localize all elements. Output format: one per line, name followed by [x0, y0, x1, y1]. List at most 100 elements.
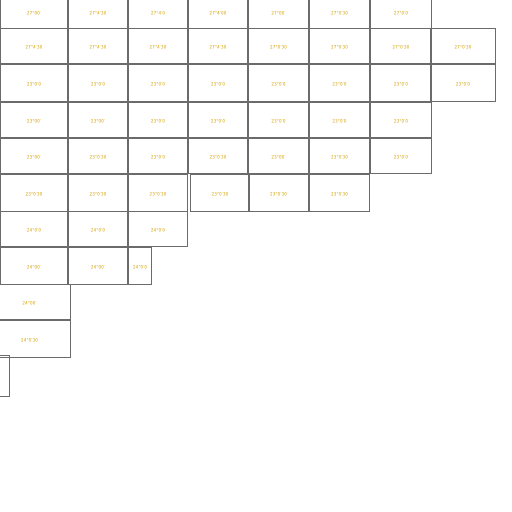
- tile-label: 24°0′0: [150, 227, 166, 233]
- tile-label: 27°0′30: [330, 44, 349, 50]
- tile-label: 23°0′30: [269, 191, 288, 197]
- map-tile[interactable]: 23°0′0: [128, 138, 188, 174]
- map-tile[interactable]: 23°0′0: [0, 64, 68, 102]
- tile-label: 27°4′30: [209, 44, 227, 50]
- map-tile[interactable]: 23°00′: [248, 138, 309, 174]
- tile-label: 27°00′: [26, 10, 42, 16]
- tile-label: 23°0′30: [330, 154, 349, 160]
- map-tile[interactable]: 27°4′30: [68, 0, 128, 29]
- tile-label: 23°0′0: [150, 81, 166, 87]
- tile-label: 23°0′30: [330, 191, 349, 197]
- tile-label: 23°0′0: [271, 118, 286, 124]
- map-tile[interactable]: 27°4′30: [128, 28, 188, 64]
- tile-label: 23°0′0: [150, 154, 166, 160]
- tile-label: 23°0′30: [149, 191, 167, 197]
- tile-label: 24°00′: [26, 264, 42, 270]
- map-tile[interactable]: 27°0′30: [248, 28, 309, 64]
- map-tile[interactable]: 24°0′0: [128, 211, 188, 247]
- map-tile[interactable]: 23°0′30: [68, 138, 128, 174]
- map-tile[interactable]: 23°0′0: [248, 102, 309, 138]
- tile-label: 27°4′0: [150, 10, 166, 16]
- tile-label: 27°4′30: [89, 44, 107, 50]
- map-tile[interactable]: 23°00′: [0, 102, 68, 138]
- map-tile[interactable]: 23°0′0: [128, 102, 188, 138]
- tile-label: 27°0′30: [330, 10, 349, 16]
- map-tile[interactable]: 24°00′: [68, 247, 128, 285]
- tile-label: 23°0′0: [393, 154, 409, 160]
- tile-label: 23°0′0: [271, 81, 286, 87]
- map-tile[interactable]: 27°4′30: [188, 28, 248, 64]
- tile-label: 23°0′30: [25, 191, 43, 197]
- map-tile[interactable]: 23°0′0: [370, 138, 432, 174]
- tile-label: 23°0′0: [210, 118, 226, 124]
- tile-label: 24°0′0: [26, 227, 42, 233]
- map-tile[interactable]: 23°0′0: [309, 64, 370, 102]
- tile-label: 27°0′30: [392, 44, 410, 50]
- map-tile[interactable]: 27°0′30: [309, 0, 370, 29]
- map-tile[interactable]: 23°0′0: [68, 64, 128, 102]
- map-tile[interactable]: 24°00′: [0, 247, 68, 285]
- map-tile[interactable]: 23°0′30: [68, 174, 128, 212]
- map-tile[interactable]: 27°0′30: [430, 28, 496, 64]
- map-tile[interactable]: 23°0′0: [309, 102, 370, 138]
- map-tile[interactable]: 23°0′30: [248, 174, 309, 212]
- tile-label: 27°4′00: [209, 10, 227, 16]
- map-tile[interactable]: 24°0′0: [68, 211, 128, 247]
- map-tile[interactable]: 27°4′30: [0, 28, 68, 64]
- tile-label: 23°0′30: [89, 191, 107, 197]
- tile-label: 23°0′0: [393, 118, 409, 124]
- map-tile[interactable]: 23°0′0: [128, 64, 188, 102]
- tile-label: 24°0′0: [90, 227, 106, 233]
- map-tile[interactable]: 27°0′0: [370, 0, 432, 29]
- tile-label: 24°00′: [22, 300, 37, 306]
- map-tile[interactable]: 24°0′30: [0, 320, 71, 358]
- map-tile[interactable]: 23°0′30: [309, 174, 370, 212]
- map-tile[interactable]: 27°4′00: [188, 0, 248, 29]
- map-tile[interactable]: 24°0′0: [0, 211, 68, 247]
- map-tile[interactable]: 23°0′30: [190, 174, 250, 212]
- tile-label: 23°0′0: [210, 81, 226, 87]
- tile-label: 27°4′30: [25, 44, 43, 50]
- tile-label: 24°0′30: [20, 337, 39, 343]
- tile-label: 23°0′0: [150, 118, 166, 124]
- tile-label: 27°4′30: [149, 44, 167, 50]
- map-tile[interactable]: 23°00′: [68, 102, 128, 138]
- tile-label: 23°0′0: [332, 81, 347, 87]
- map-tile[interactable]: 27°0′30: [309, 28, 370, 64]
- map-tile[interactable]: 23°0′0: [430, 64, 496, 102]
- tile-label: 27°0′0: [393, 10, 409, 16]
- map-tile[interactable]: 27°00′: [248, 0, 309, 29]
- tile-label: 24°0′0: [132, 264, 148, 270]
- tile-label: 24°00′: [90, 264, 106, 270]
- tile-label: 23°00′: [90, 118, 106, 124]
- map-tile[interactable]: 23°0′0: [188, 64, 248, 102]
- map-tile-partial[interactable]: [0, 355, 10, 397]
- map-tile[interactable]: 23°0′30: [0, 174, 68, 212]
- map-tile[interactable]: 27°4′30: [68, 28, 128, 64]
- tile-label: 23°0′0: [455, 81, 471, 87]
- map-tile[interactable]: 27°00′: [0, 0, 68, 29]
- map-tile[interactable]: 23°0′0: [370, 64, 432, 102]
- map-tile[interactable]: 23°0′0: [188, 102, 248, 138]
- tile-label: 27°00′: [271, 10, 286, 16]
- map-tile[interactable]: 23°0′30: [128, 174, 188, 212]
- tile-label: 27°0′30: [454, 44, 472, 50]
- tile-label: 23°0′30: [211, 191, 229, 197]
- map-tile[interactable]: 24°0′0: [128, 247, 152, 285]
- map-tile[interactable]: 23°00′: [0, 138, 68, 174]
- tile-label: 23°0′0: [332, 118, 347, 124]
- map-tile[interactable]: 27°0′30: [370, 28, 432, 64]
- tile-label: 23°0′30: [89, 154, 107, 160]
- tile-label: 23°00′: [26, 118, 42, 124]
- tile-label: 23°0′0: [90, 81, 106, 87]
- tile-label: 27°0′30: [269, 44, 288, 50]
- map-tile[interactable]: 24°00′: [0, 284, 71, 320]
- map-tile[interactable]: 27°4′0: [128, 0, 188, 29]
- map-tile[interactable]: 23°0′30: [188, 138, 248, 174]
- tile-label: 23°0′0: [393, 81, 409, 87]
- tile-label: 23°00′: [271, 154, 286, 160]
- map-tile[interactable]: 23°0′0: [248, 64, 309, 102]
- map-tile[interactable]: 23°0′0: [370, 102, 432, 138]
- map-tile[interactable]: 23°0′30: [309, 138, 370, 174]
